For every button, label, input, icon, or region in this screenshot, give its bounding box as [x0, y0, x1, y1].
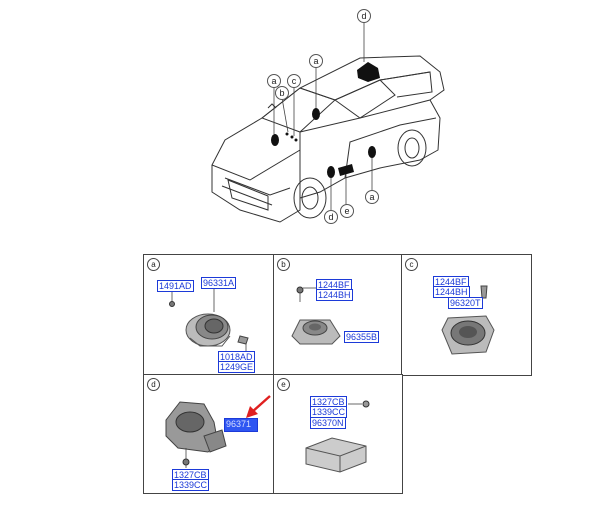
callout-e-bottom[interactable]: e: [340, 204, 354, 218]
panel-e-tag: e: [277, 378, 290, 391]
callout-a-roof[interactable]: a: [309, 54, 323, 68]
callout-c-left[interactable]: c: [287, 74, 301, 88]
amplifier-e-icon: [305, 437, 367, 473]
callout-a-left[interactable]: a: [267, 74, 281, 88]
panel-c: c: [401, 254, 532, 376]
part-number-b-1244bh[interactable]: 1244BH: [316, 289, 353, 301]
part-number-b-96355b[interactable]: 96355B: [344, 331, 380, 343]
panel-e: e: [273, 374, 403, 494]
part-number-a-1249ge[interactable]: 1249GE: [218, 361, 256, 373]
callout-a-right[interactable]: a: [365, 190, 379, 204]
part-number-c-96320t[interactable]: 96320T: [448, 297, 483, 309]
part-number-a-1491ad[interactable]: 1491AD: [157, 280, 194, 292]
callout-d-top[interactable]: d: [357, 9, 371, 23]
panel-b-tag: b: [277, 258, 290, 271]
highlight-arrow-icon: [246, 395, 271, 418]
panel-a-tag: a: [147, 258, 160, 271]
part-number-e-96370n[interactable]: 96370N: [310, 417, 346, 429]
tweeter-b-icon: [291, 319, 341, 345]
panel-d-tag: d: [147, 378, 160, 391]
speaker-a-icon: [185, 313, 231, 347]
speaker-c-icon: [441, 315, 495, 355]
callout-d-bottom[interactable]: d: [324, 210, 338, 224]
panel-d: d: [143, 374, 275, 494]
part-number-a-96331a[interactable]: 96331A: [201, 277, 237, 289]
part-number-d-96371-highlighted[interactable]: 96371: [224, 418, 258, 432]
part-number-d-1339cc[interactable]: 1339CC: [172, 479, 210, 491]
panel-c-tag: c: [405, 258, 418, 271]
panel-b: b: [273, 254, 403, 376]
subwoofer-d-icon: [165, 401, 227, 453]
part-number-e-1327cb[interactable]: 1327CB: [310, 396, 347, 408]
callout-b-left[interactable]: b: [275, 86, 289, 100]
